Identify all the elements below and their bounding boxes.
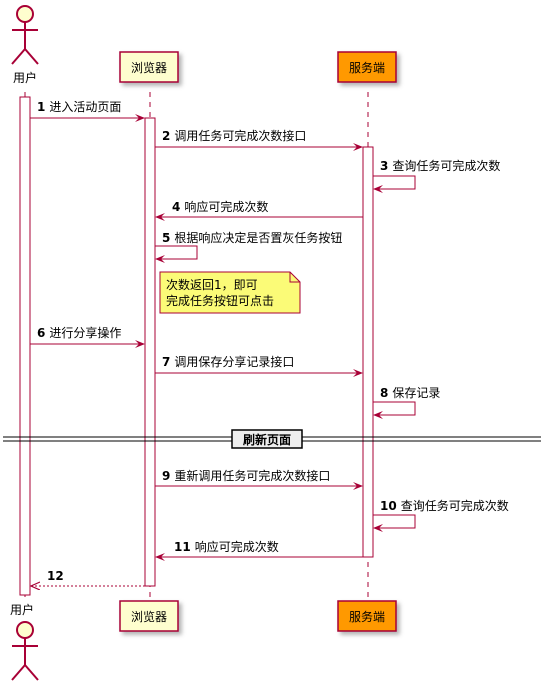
- message-9-number: 9: [162, 469, 170, 483]
- divider: 刷新页面: [3, 429, 541, 449]
- message-4-number: 4: [172, 200, 180, 214]
- message-10-number: 10: [380, 499, 397, 513]
- message-10: 10 查询任务可完成次数: [373, 498, 509, 532]
- message-9: 9 重新调用任务可完成次数接口: [155, 468, 363, 490]
- server-participant-bottom: 服务端: [337, 600, 397, 632]
- message-3-text: 查询任务可完成次数: [392, 158, 500, 173]
- actor-head-icon: [16, 5, 34, 23]
- actor-head-icon: [16, 621, 34, 639]
- message-10-text: 查询任务可完成次数: [401, 498, 509, 513]
- note-line-1: 次数返回1，即可: [166, 277, 258, 292]
- message-4-text: 响应可完成次数: [184, 199, 268, 214]
- server-label-bottom: 服务端: [349, 609, 385, 624]
- user-actor-top: 用户: [11, 5, 39, 85]
- browser-participant-bottom: 浏览器: [119, 600, 179, 632]
- message-5-text: 根据响应决定是否置灰任务按钮: [174, 230, 342, 245]
- server-activation-bar: [362, 146, 374, 558]
- message-11-text: 响应可完成次数: [195, 539, 279, 554]
- note: 次数返回1，即可 完成任务按钮可点击: [159, 271, 301, 314]
- message-2-text: 调用任务可完成次数接口: [174, 128, 306, 143]
- message-3-number: 3: [380, 159, 388, 173]
- message-7-number: 7: [162, 355, 170, 369]
- server-label-top: 服务端: [349, 60, 385, 75]
- message-6-number: 6: [37, 326, 45, 340]
- server-participant-top: 服务端: [337, 51, 397, 83]
- message-5-number: 5: [162, 231, 170, 245]
- message-8: 8 保存记录: [373, 386, 440, 419]
- message-12-number: 12: [47, 569, 64, 583]
- message-12: 12: [31, 569, 145, 586]
- user-label-bottom: 用户: [10, 602, 34, 617]
- browser-participant-top: 浏览器: [119, 51, 179, 83]
- browser-label-bottom: 浏览器: [131, 609, 167, 624]
- message-4: 4 响应可完成次数: [155, 199, 363, 221]
- message-2-number: 2: [162, 129, 170, 143]
- svg-text:12: 12: [47, 569, 64, 583]
- message-5: 5 根据响应决定是否置灰任务按钮: [155, 230, 342, 263]
- message-1-number: 1: [37, 100, 45, 114]
- browser-label-top: 浏览器: [131, 60, 167, 75]
- message-6-text: 进行分享操作: [49, 325, 121, 340]
- user-label-top: 用户: [13, 70, 37, 85]
- message-3: 3 查询任务可完成次数: [373, 158, 500, 193]
- message-9-text: 重新调用任务可完成次数接口: [174, 468, 330, 483]
- message-1: 1 进入活动页面: [30, 100, 145, 122]
- message-7-text: 调用保存分享记录接口: [174, 354, 294, 369]
- message-11: 11 响应可完成次数: [155, 539, 363, 561]
- message-6: 6 进行分享操作: [30, 325, 145, 348]
- message-2: 2 调用任务可完成次数接口: [155, 128, 363, 151]
- message-7: 7 调用保存分享记录接口: [155, 354, 363, 377]
- message-8-text: 保存记录: [392, 386, 440, 400]
- message-11-number: 11: [174, 540, 191, 554]
- message-8-number: 8: [380, 386, 388, 400]
- message-1-text: 进入活动页面: [49, 100, 121, 114]
- user-activation-bar: [19, 96, 31, 596]
- user-actor-bottom: 用户: [10, 602, 39, 681]
- note-line-2: 完成任务按钮可点击: [166, 293, 274, 308]
- divider-label: 刷新页面: [243, 432, 291, 447]
- browser-activation-bar: [144, 117, 156, 587]
